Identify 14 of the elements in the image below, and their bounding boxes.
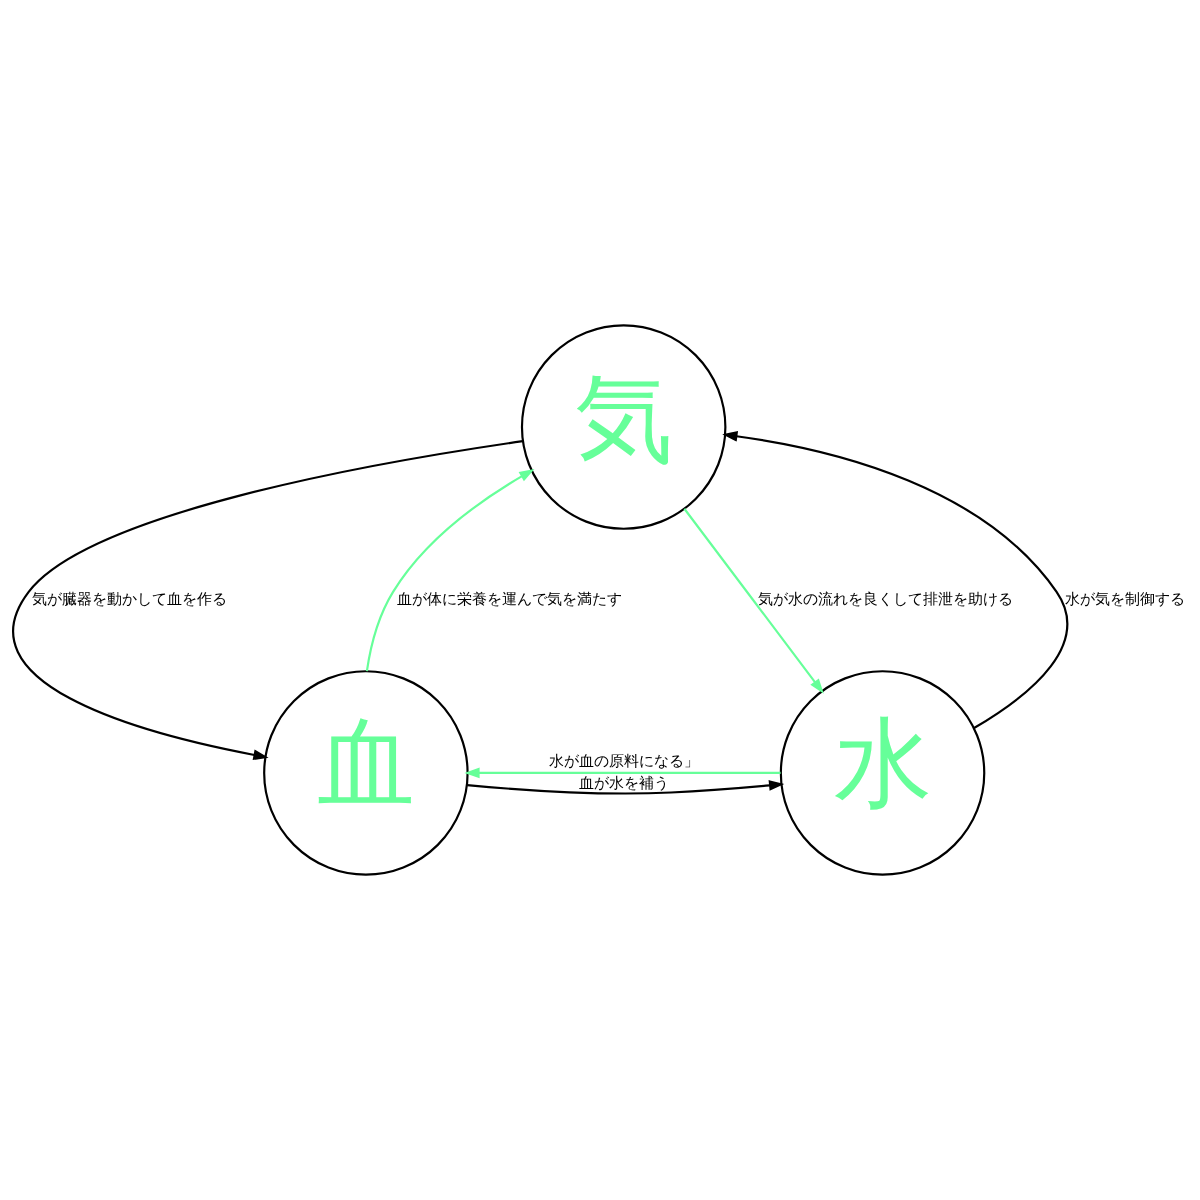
edge-label: 気が水の流れを良くして排泄を助ける — [757, 590, 1013, 609]
arrow — [467, 780, 785, 795]
edge-label: 血が水を補う — [579, 774, 670, 793]
arrow — [683, 508, 824, 694]
edge-label: 血が体に栄養を運んで気を満たす — [396, 590, 622, 609]
arrow — [464, 767, 781, 779]
arrow — [365, 469, 535, 672]
edge-label: 水が気を制御する — [1064, 590, 1185, 609]
edge-label: 水が血の原料になる」 — [549, 751, 700, 770]
arrow — [722, 431, 1068, 729]
node-circle: 血 — [263, 670, 469, 876]
node-circle: 水 — [779, 670, 986, 876]
edge-label: 気が臓器を動かして血を作る — [32, 590, 228, 609]
arrow — [12, 440, 523, 761]
